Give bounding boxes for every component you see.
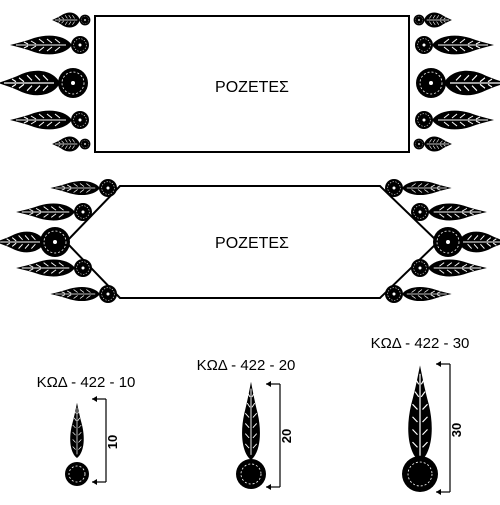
rosette-20-disc <box>236 459 266 489</box>
rectangle-frame <box>94 15 410 153</box>
rosette-10-dimension: 10 <box>92 396 120 485</box>
rosette-30-code: ΚΩΔ - 422 - 30 <box>371 335 470 352</box>
rosette-422-20: ΚΩΔ - 422 - 20 20 <box>197 357 296 490</box>
rosette-10-size: 10 <box>105 435 120 449</box>
rosette-10-disc <box>65 462 89 486</box>
rectangle-banner: ΡΟΖΕΤΕΣ <box>0 12 500 153</box>
rosette-20-dimension: 20 <box>266 381 294 490</box>
hexagon-banner-label: ΡΟΖΕΤΕΣ <box>215 235 289 252</box>
rosette-10-code: ΚΩΔ - 422 - 10 <box>37 374 136 391</box>
hexagon-banner: ΡΟΖΕΤΕΣ <box>0 178 500 304</box>
rosette-20-code: ΚΩΔ - 422 - 20 <box>197 357 296 374</box>
rosette-20-size: 20 <box>279 429 294 443</box>
left-rosette-cluster-1 <box>0 12 91 152</box>
rosette-30-disc <box>402 456 438 492</box>
rosette-422-30: ΚΩΔ - 422 - 30 30 <box>371 335 470 495</box>
rosette-30-size: 30 <box>449 423 464 437</box>
right-rosette-cluster-1 <box>413 12 500 152</box>
rosette-30-dimension: 30 <box>436 361 464 495</box>
rectangle-banner-label: ΡΟΖΕΤΕΣ <box>215 79 289 96</box>
rosette-422-10: ΚΩΔ - 422 - 10 10 <box>37 374 136 486</box>
